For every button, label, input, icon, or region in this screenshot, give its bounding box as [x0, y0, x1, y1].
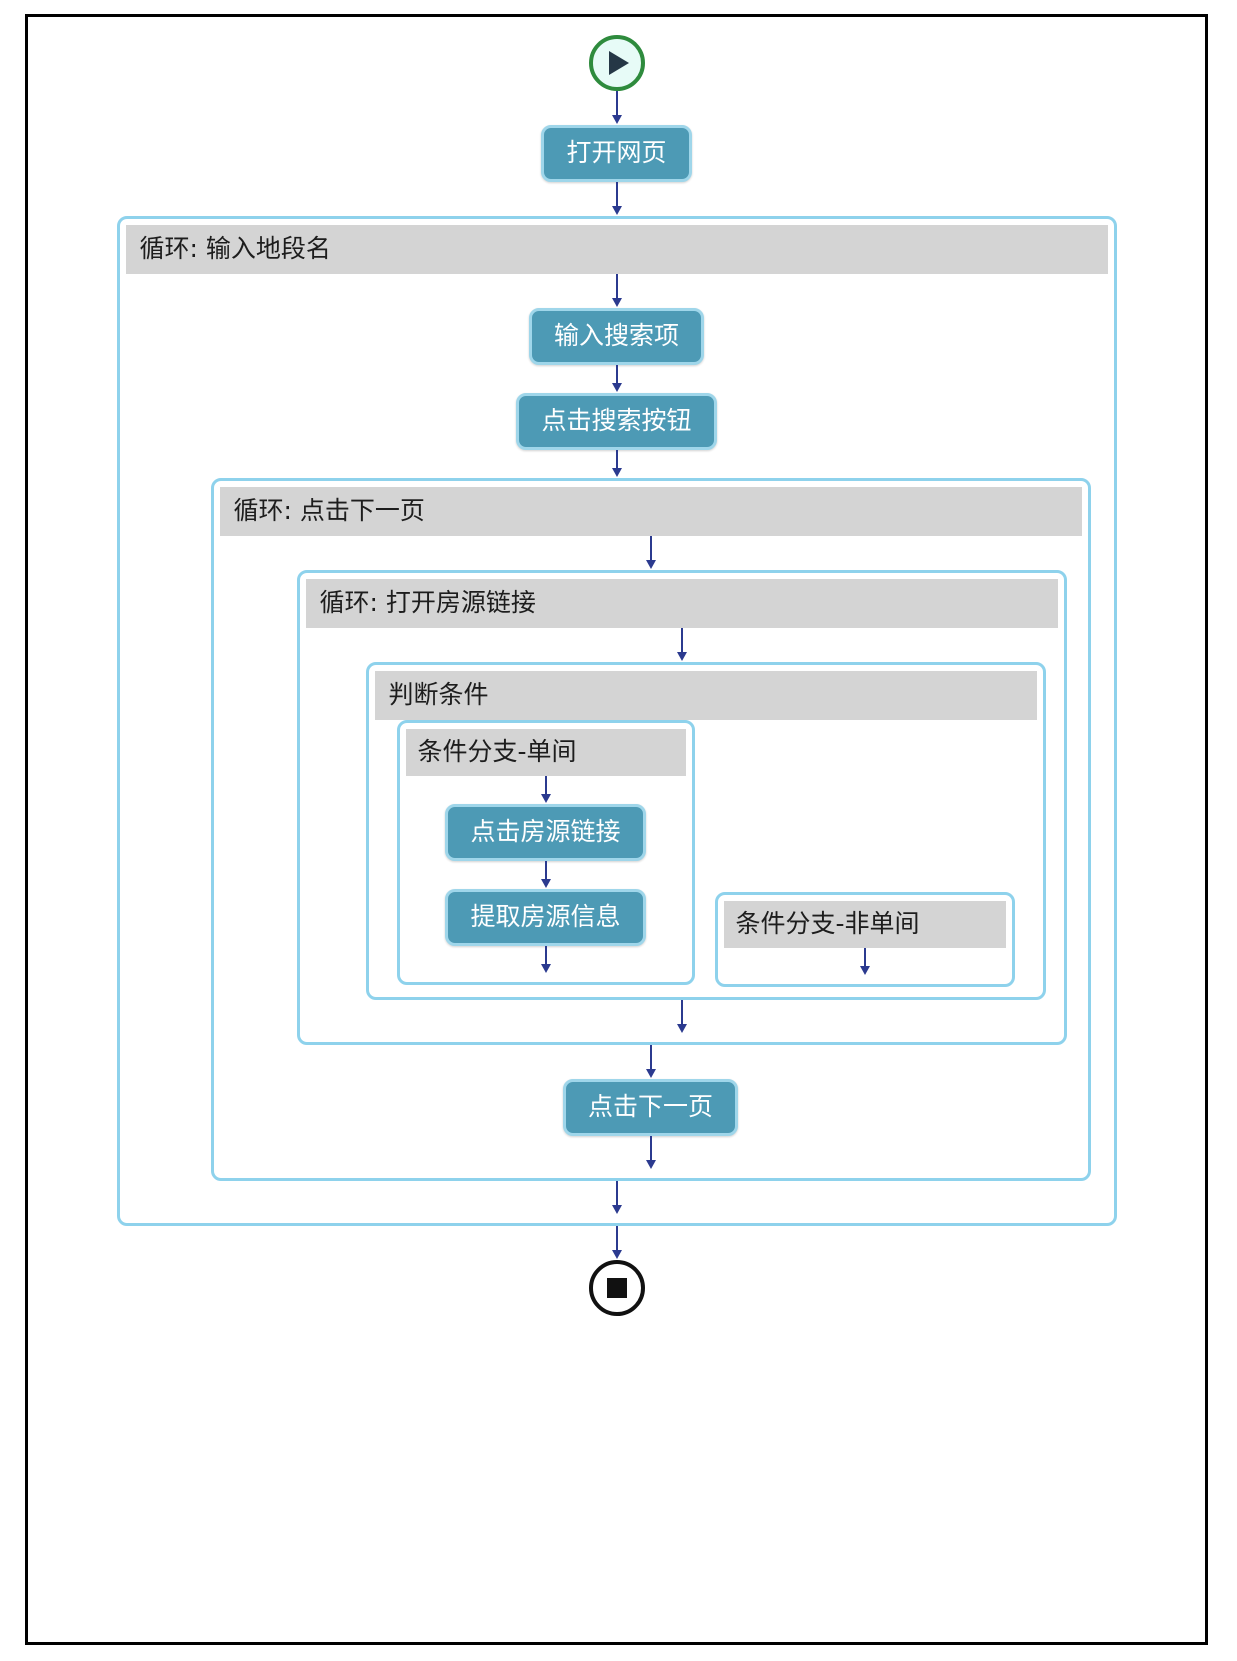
loop-area-header: 循环: 输入地段名 [125, 225, 1108, 274]
start-node[interactable] [588, 35, 645, 91]
condition-container[interactable]: 判断条件 条件分支-单间 点击房源链接 [365, 662, 1046, 1000]
loop-container-area[interactable]: 循环: 输入地段名 输入搜索项 点击搜索按钮 循环: 点击下一页 循环: 打开房… [116, 216, 1117, 1226]
node-click-search[interactable]: 点击搜索按钮 [516, 393, 717, 450]
connector-arrow [539, 946, 553, 974]
connector-arrow [858, 948, 872, 976]
connector-arrow [675, 1000, 689, 1034]
stop-icon [606, 1278, 627, 1298]
connector-arrow [610, 1181, 624, 1215]
connector-arrow [610, 1226, 624, 1260]
node-click-listing-link[interactable]: 点击房源链接 [445, 804, 646, 861]
branch-single-header: 条件分支-单间 [405, 729, 686, 776]
connector-arrow [644, 1045, 658, 1079]
branch-container-single[interactable]: 条件分支-单间 点击房源链接 提取房源信息 [396, 720, 695, 985]
loop-container-open-link[interactable]: 循环: 打开房源链接 判断条件 条件分支-单间 [296, 570, 1067, 1045]
connector-arrow [675, 628, 689, 662]
flowchart-canvas: 打开网页 循环: 输入地段名 输入搜索项 点击搜索按钮 循环: 点击下一页 [25, 14, 1208, 1645]
loop-open-link-header: 循环: 打开房源链接 [305, 579, 1058, 628]
node-click-next-page[interactable]: 点击下一页 [562, 1079, 738, 1136]
connector-arrow [610, 450, 624, 478]
connector-arrow [610, 91, 624, 125]
node-extract-listing-info[interactable]: 提取房源信息 [445, 889, 646, 946]
end-node[interactable] [588, 1260, 645, 1316]
connector-arrow [610, 365, 624, 393]
loop-next-page-header: 循环: 点击下一页 [219, 487, 1082, 536]
branch-container-multi[interactable]: 条件分支-非单间 [714, 892, 1015, 987]
loop-container-next-page[interactable]: 循环: 点击下一页 循环: 打开房源链接 判断条件 [210, 478, 1091, 1181]
connector-arrow [644, 1136, 658, 1170]
connector-arrow [644, 536, 658, 570]
play-icon [609, 51, 629, 75]
connector-arrow [539, 776, 553, 804]
connector-arrow [610, 182, 624, 216]
node-open-page[interactable]: 打开网页 [541, 125, 692, 182]
node-input-search[interactable]: 输入搜索项 [528, 308, 704, 365]
connector-arrow [539, 861, 553, 889]
condition-header: 判断条件 [374, 671, 1037, 720]
connector-arrow [610, 274, 624, 308]
branch-multi-header: 条件分支-非单间 [723, 901, 1006, 948]
